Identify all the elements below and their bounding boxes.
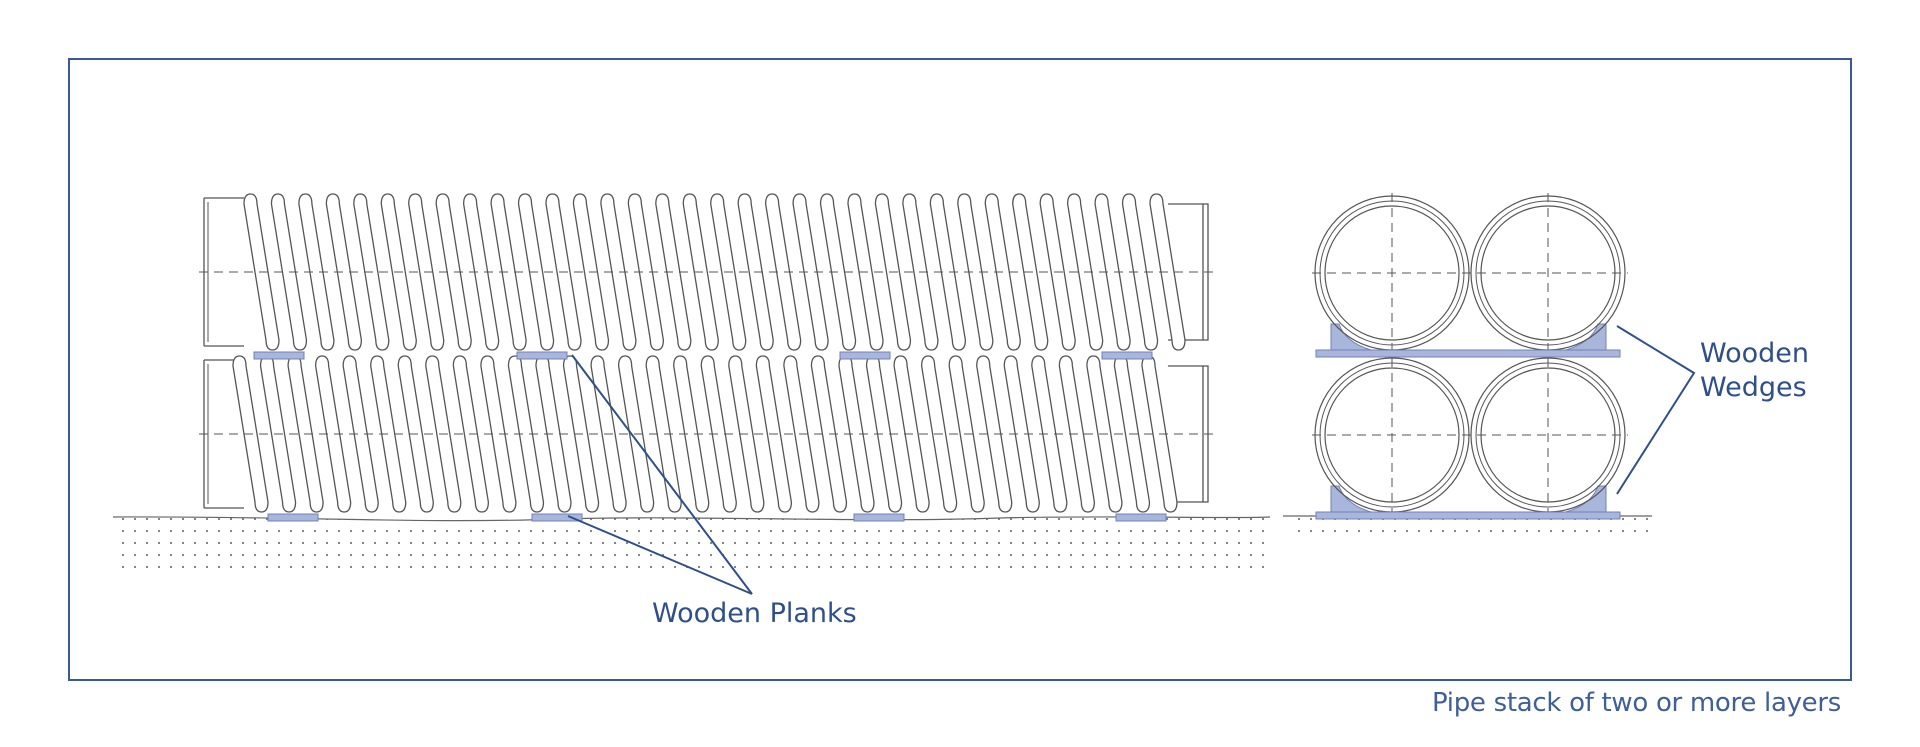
planks-leader-lines bbox=[567, 354, 753, 595]
diagram-caption: Pipe stack of two or more layers bbox=[1432, 688, 1841, 718]
wooden-plank bbox=[267, 513, 319, 522]
pipe-corrugation-ring bbox=[627, 193, 665, 351]
pipe-corrugation-ring bbox=[810, 355, 848, 513]
pipe-corrugation-ring bbox=[1121, 193, 1159, 351]
pipe-corrugation-ring bbox=[655, 193, 692, 351]
pipe-corrugation-ring bbox=[480, 355, 517, 513]
pipe-corrugation-ring bbox=[929, 193, 967, 351]
pipe-corrugation-ring bbox=[370, 355, 407, 513]
wooden-wedges-label-line2: Wedges bbox=[1700, 372, 1807, 403]
pipe-corrugation-ring bbox=[700, 355, 737, 513]
wooden-plank bbox=[531, 513, 583, 522]
pipe-corrugation-ring bbox=[507, 355, 545, 513]
pipe-corrugation-ring bbox=[314, 355, 352, 513]
wooden-wedge bbox=[1330, 485, 1372, 513]
pipe-corrugation-ring bbox=[325, 193, 363, 351]
wooden-plank-board bbox=[1315, 511, 1621, 520]
pipe-corrugation-ring bbox=[600, 193, 637, 351]
pipe-corrugation-ring bbox=[1094, 193, 1131, 351]
wooden-plank bbox=[253, 351, 305, 360]
pipe-inner-wall bbox=[1324, 367, 1460, 503]
wooden-plank bbox=[1115, 513, 1167, 522]
pipe-inner-wall bbox=[1324, 205, 1460, 341]
pipe-corrugation-ring bbox=[764, 193, 802, 351]
pipe-corrugation-ring bbox=[645, 355, 682, 513]
wooden-planks-group bbox=[253, 351, 1167, 522]
pipe-middle-wall bbox=[1319, 362, 1465, 508]
pipe-corrugation-ring bbox=[819, 193, 857, 351]
pipe-inner-wall bbox=[1480, 205, 1616, 341]
pipe-corrugation-ring bbox=[490, 193, 527, 351]
pipe-corrugation-ring bbox=[342, 355, 379, 513]
pipe-corrugation-ring bbox=[792, 193, 829, 351]
pipe-middle-wall bbox=[1319, 200, 1465, 346]
wooden-plank bbox=[516, 351, 568, 360]
corrugated-pipe-upper bbox=[199, 193, 1218, 351]
pipe-corrugation-ring bbox=[1031, 355, 1068, 513]
wooden-plank-board bbox=[1315, 349, 1621, 358]
pipe-corrugation-ring bbox=[462, 193, 500, 351]
pipe-middle-wall bbox=[1475, 200, 1621, 346]
wooden-plank bbox=[853, 513, 905, 522]
wooden-planks-label: Wooden Planks bbox=[652, 598, 857, 629]
diagram-frame bbox=[68, 58, 1852, 681]
wooden-wedges-label-line1: Wooden bbox=[1700, 338, 1809, 369]
pipe-corrugation-ring bbox=[435, 193, 472, 351]
pipe-corrugation-ring bbox=[673, 355, 710, 513]
pipe-inner-wall bbox=[1480, 367, 1616, 503]
pipe-stack-end-view bbox=[1312, 193, 1628, 520]
wooden-plank bbox=[839, 351, 891, 360]
wedges-leader-lines bbox=[1616, 325, 1696, 495]
ground-side-view bbox=[112, 516, 1271, 572]
pipe-corrugation-ring bbox=[298, 193, 335, 351]
corrugated-pipe-lower bbox=[199, 355, 1218, 513]
pipe-corrugation-ring bbox=[957, 193, 994, 351]
pipe-corrugation-ring bbox=[270, 193, 308, 351]
pipe-middle-wall bbox=[1475, 362, 1621, 508]
wooden-wedge bbox=[1330, 323, 1372, 351]
pipe-corrugation-ring bbox=[1003, 355, 1040, 513]
wooden-plank bbox=[1101, 351, 1153, 360]
